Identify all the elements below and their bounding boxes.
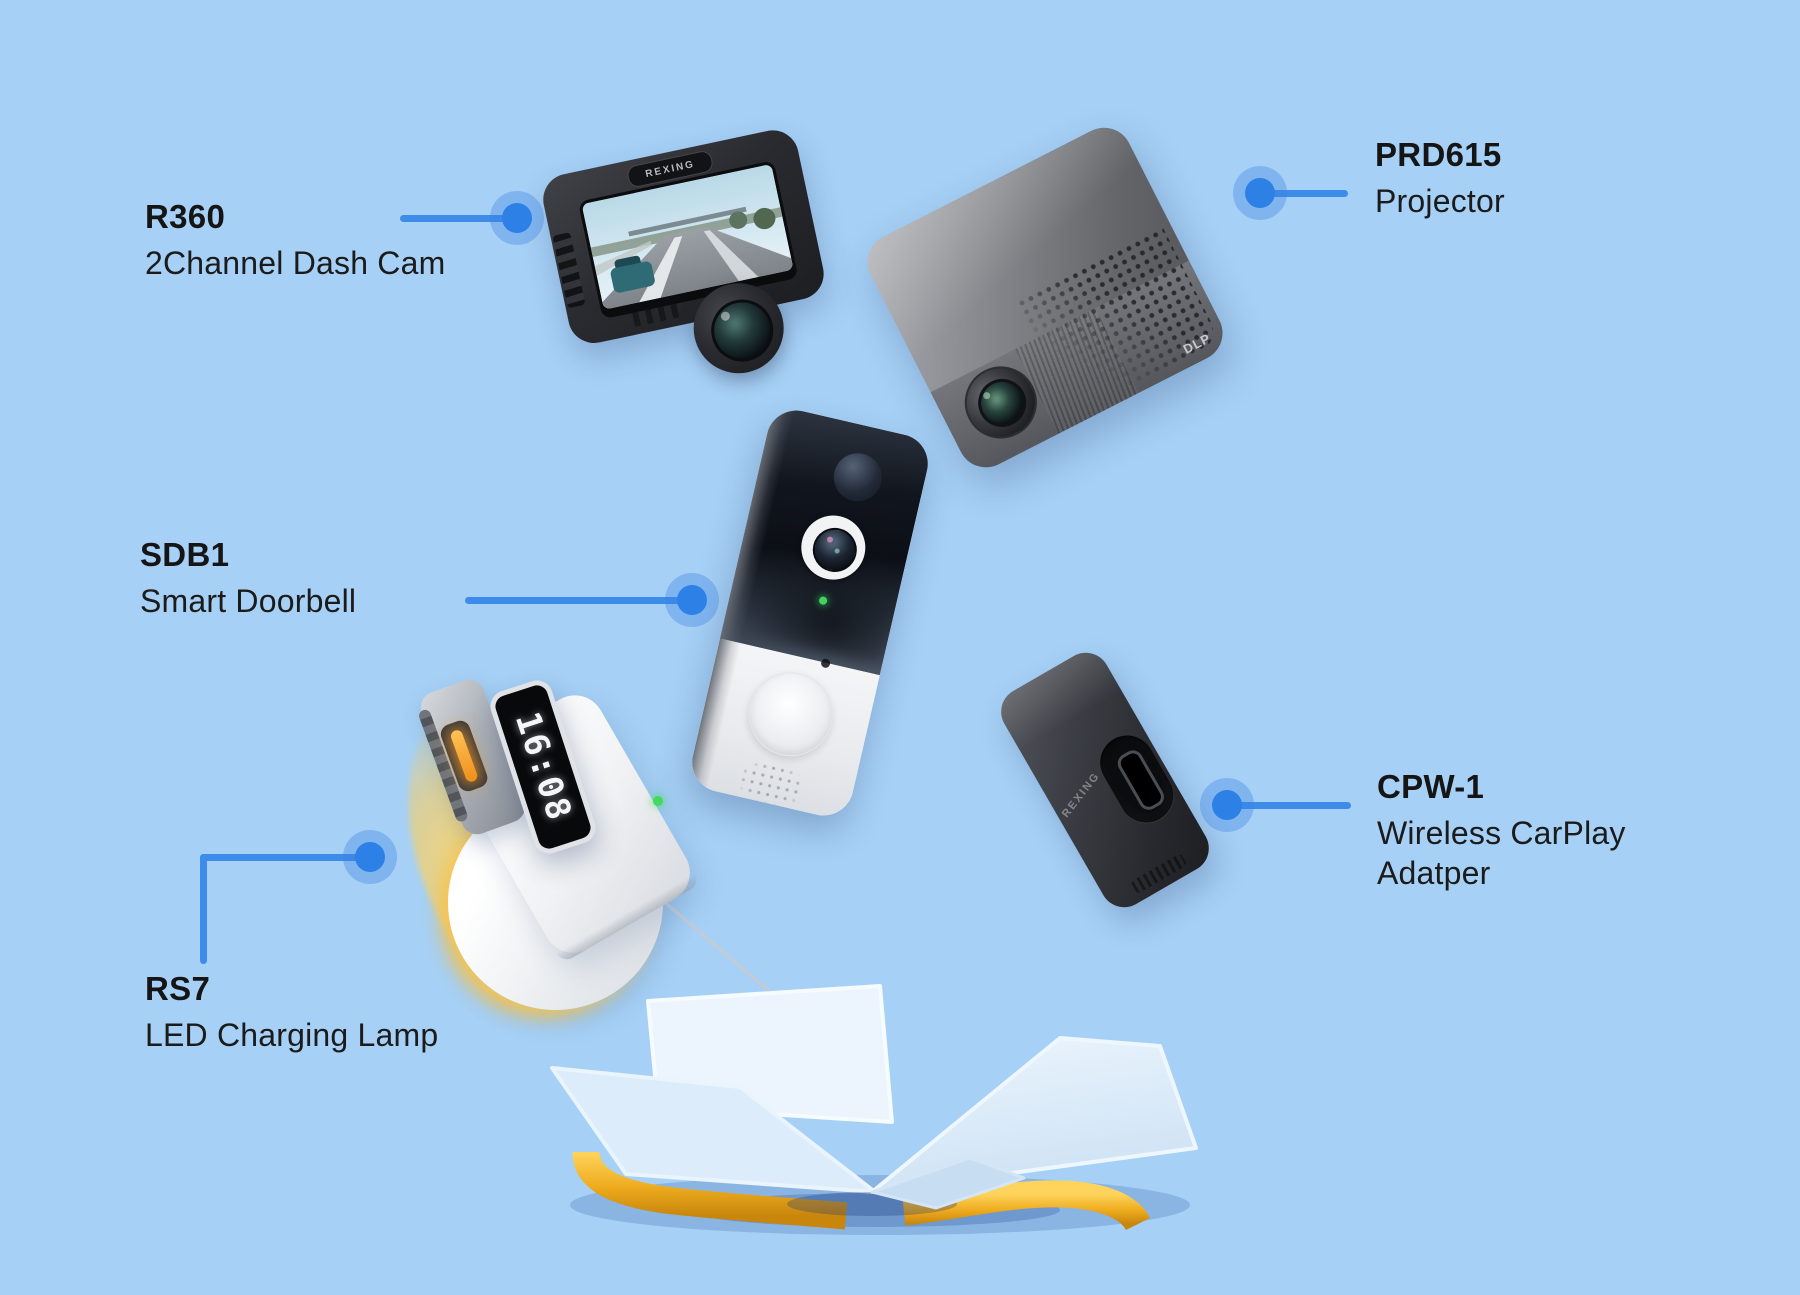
connector-line-adapter — [1229, 802, 1351, 809]
dashcam-screen — [577, 160, 799, 320]
lamp-description-label: LED Charging Lamp — [145, 1017, 439, 1053]
adapter-description-label: Wireless CarPlay Adatper — [1377, 815, 1626, 891]
lamp-charge-led — [653, 796, 663, 806]
doorbell-lens-glint2 — [834, 548, 841, 555]
connector-dot-core — [502, 203, 532, 233]
adapter-model-label: CPW-1 — [1377, 768, 1485, 805]
callout-doorbell: SDB1 Smart Doorbell — [140, 536, 356, 621]
doorbell-product — [686, 404, 934, 822]
lamp-model-label: RS7 — [145, 970, 211, 1007]
callout-led-lamp: RS7 LED Charging Lamp — [145, 970, 438, 1055]
dashcam-product: REXING — [538, 125, 841, 410]
box-right-flap — [870, 1036, 1198, 1194]
box-front-flap — [870, 1156, 1026, 1210]
connector-dot-dashcam — [490, 191, 544, 245]
projector-product: DLP — [857, 118, 1233, 477]
connector-line-dashcam — [400, 215, 520, 222]
callout-carplay-adapter: CPW-1 Wireless CarPlay Adatper — [1377, 768, 1657, 893]
connector-line-lamp-vertical — [200, 854, 207, 964]
dashcam-road-footage — [581, 163, 794, 310]
connector-line-projector — [1262, 190, 1348, 197]
dashcam-description-label: 2Channel Dash Cam — [145, 245, 446, 281]
connector-dot-core — [677, 585, 707, 615]
callout-projector: PRD615 Projector — [1375, 136, 1505, 221]
connector-dot-core — [355, 842, 385, 872]
connector-dot-core — [1245, 178, 1275, 208]
open-gift-box — [550, 886, 1198, 1235]
connector-dot-adapter — [1200, 778, 1254, 832]
doorbell-camera-lens — [808, 523, 862, 577]
doorbell-body — [686, 404, 934, 822]
projector-model-label: PRD615 — [1375, 136, 1502, 173]
callout-dashcam: R360 2Channel Dash Cam — [145, 198, 445, 283]
doorbell-model-label: SDB1 — [140, 536, 230, 573]
dashcam-model-label: R360 — [145, 198, 226, 235]
ribbon-right — [902, 1180, 1151, 1232]
lamp-pin-cable — [646, 886, 770, 992]
connector-dot-projector — [1233, 166, 1287, 220]
projector-lens-glass — [969, 370, 1035, 436]
ribbon-left — [572, 1150, 848, 1230]
connector-line-doorbell — [465, 597, 695, 604]
connector-dot-doorbell — [665, 573, 719, 627]
connector-dot-core — [1212, 790, 1242, 820]
dashcam-lens-glass — [705, 293, 780, 368]
connector-dot-lamp — [343, 830, 397, 884]
doorbell-description-label: Smart Doorbell — [140, 583, 357, 619]
connector-line-lamp-horizontal — [200, 854, 372, 861]
doorbell-lens-glint — [826, 536, 834, 544]
projector-description-label: Projector — [1375, 183, 1505, 219]
